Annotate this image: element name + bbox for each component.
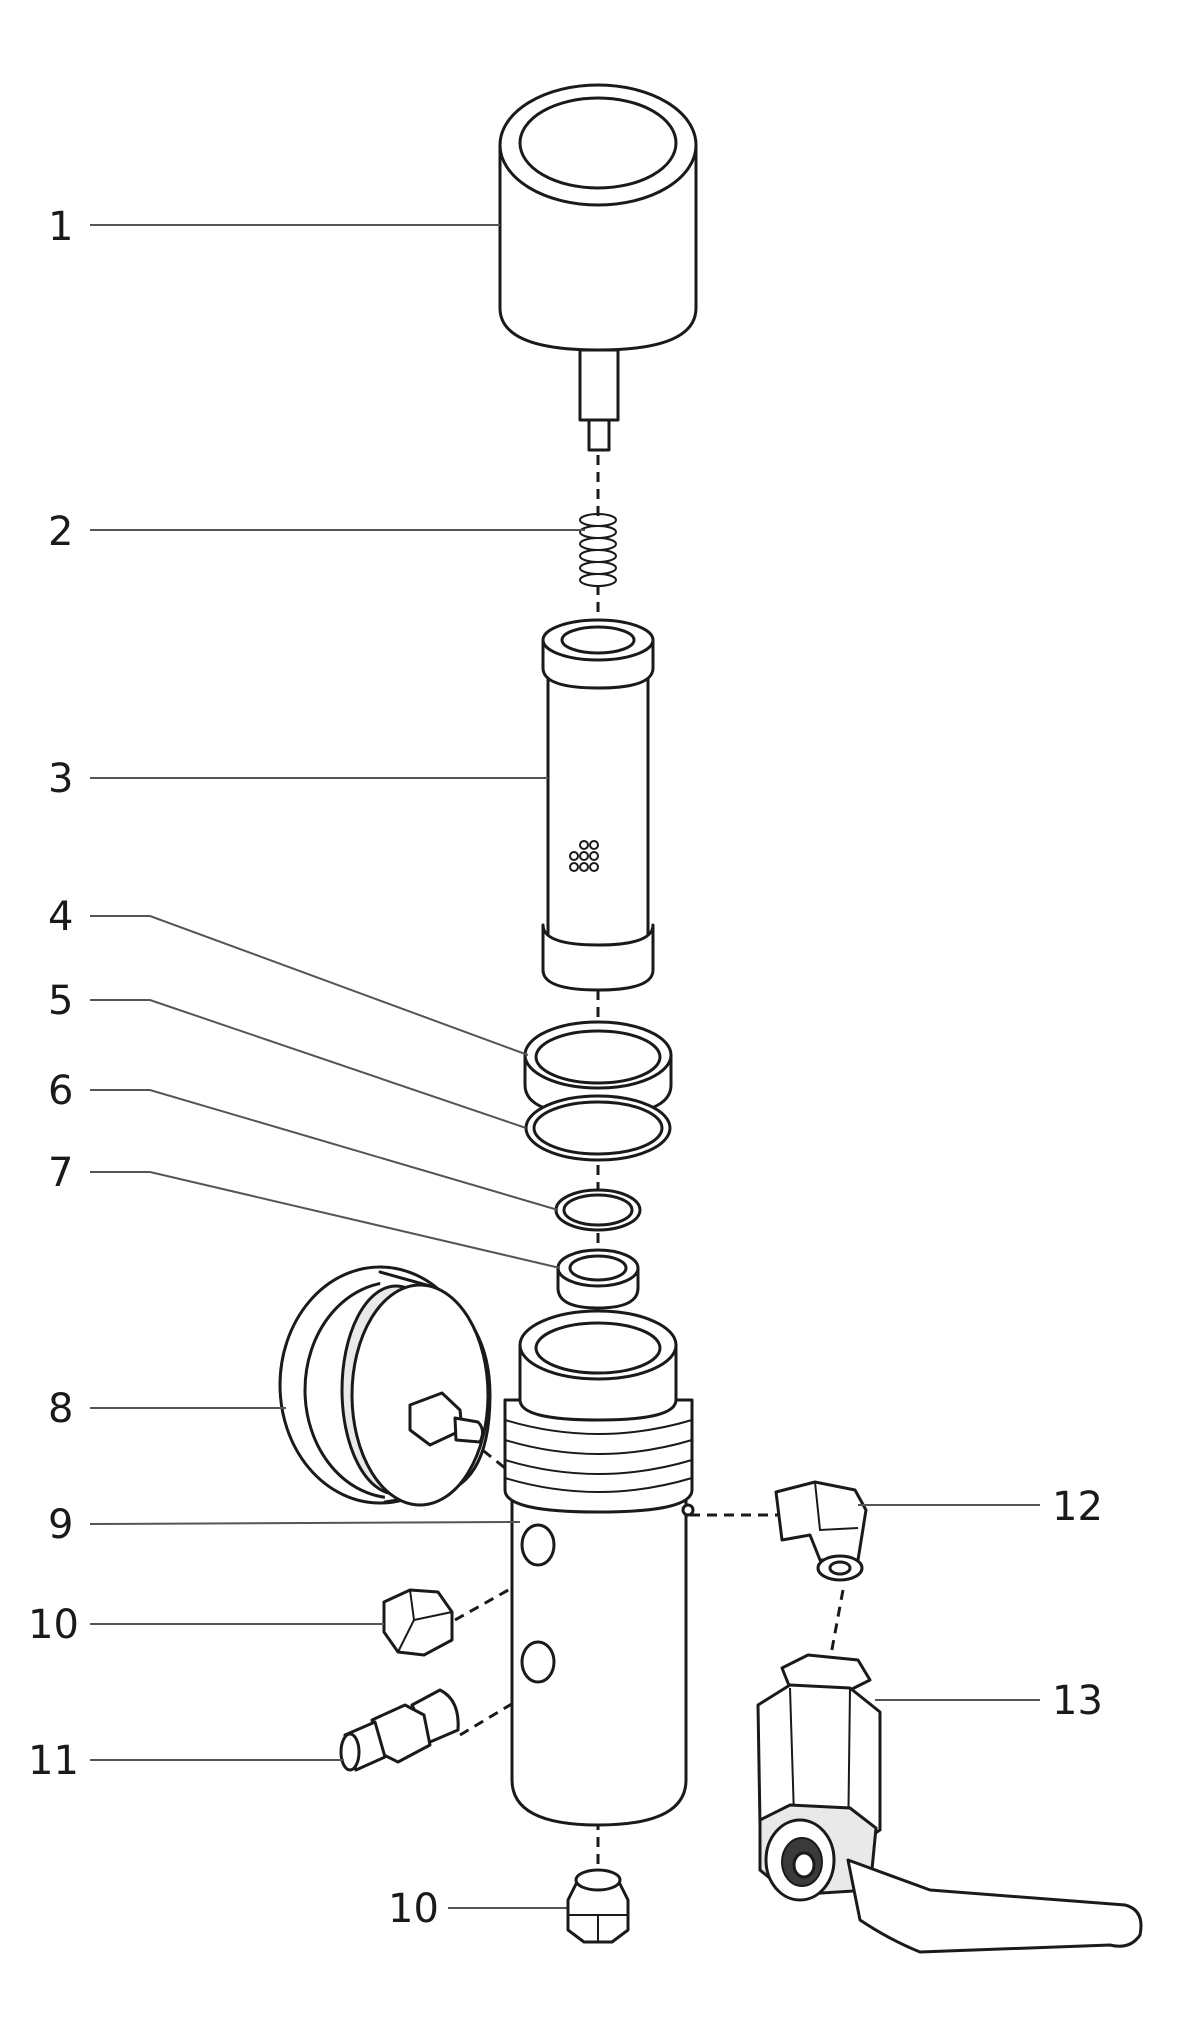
part-13-valve: [756, 1653, 1143, 1954]
axis-12-13: [828, 1589, 845, 1661]
callout-8: 8: [48, 1386, 73, 1432]
part-5-oring: [524, 1094, 672, 1162]
callout-5: 5: [48, 978, 73, 1024]
callout-6: 6: [48, 1068, 73, 1114]
callout-9: 9: [48, 1502, 73, 1548]
part-12-elbow: [774, 1480, 868, 1582]
callout-2: 2: [48, 509, 73, 555]
callout-10-lower: 10: [388, 1886, 439, 1932]
callout-13: 13: [1052, 1678, 1103, 1724]
callouts: 1 2 3 4 5 6 7 8 9 10 11 12 13 10: [28, 204, 1103, 1932]
part-3-tube: [541, 618, 655, 992]
callout-10-upper: 10: [28, 1602, 79, 1648]
callout-12: 12: [1052, 1484, 1103, 1530]
part-7-seal: [556, 1248, 640, 1310]
part-1-knob: [498, 83, 698, 452]
part-10-plug-lower: [566, 1868, 630, 1944]
part-8-gauge: [278, 1265, 492, 1507]
callout-1: 1: [48, 204, 73, 250]
callout-4: 4: [48, 894, 73, 940]
leader-lines: [89, 224, 1040, 1909]
callout-11: 11: [28, 1738, 79, 1784]
tube-holes: [569, 840, 599, 872]
part-11-fitting: [339, 1688, 460, 1772]
callout-3: 3: [48, 756, 73, 802]
callout-7: 7: [48, 1150, 73, 1196]
part-9-body: [503, 1309, 695, 1827]
part-10-plug-upper: [382, 1588, 454, 1657]
part-2-spring: [579, 513, 617, 587]
part-6-small-oring: [554, 1188, 642, 1232]
